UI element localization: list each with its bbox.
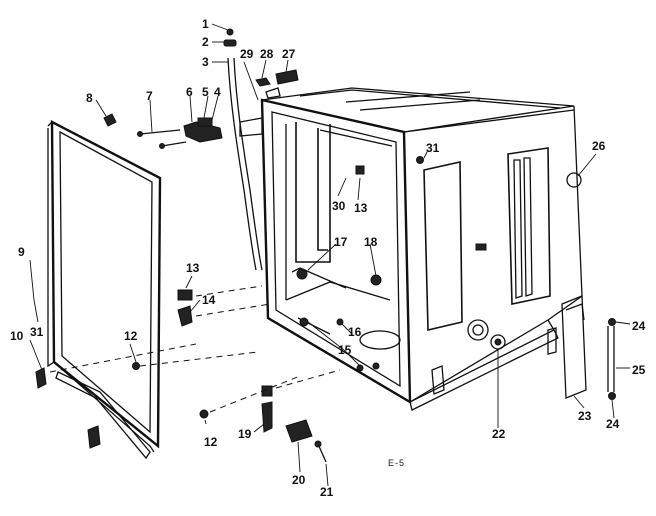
callout-28: 28 [260,47,274,61]
callout-13-right: 13 [354,201,368,215]
callout-8: 8 [86,91,93,105]
callout-17: 17 [334,235,348,249]
tub-body [260,87,583,411]
top-clip-27 [275,69,299,85]
screw-21 [314,440,322,448]
door-latch-bottom [87,425,101,449]
clip-13-left [177,289,193,301]
callout-13-left: 13 [186,261,200,275]
bracket-10 [35,367,47,389]
callout-24-top: 24 [632,319,646,333]
callout-25: 25 [632,363,646,377]
callout-6: 6 [186,85,193,99]
top-clip-28 [255,77,271,87]
callout-31-right: 31 [426,141,440,155]
rod-25 [607,326,615,392]
bracket-23 [561,295,587,399]
callout-15: 15 [338,343,352,357]
callout-10: 10 [10,329,24,343]
cap-part [226,28,234,36]
callout-31-left: 31 [30,325,44,339]
screw-12a [132,362,140,370]
callout-23: 23 [578,409,592,423]
callout-21: 21 [320,485,334,499]
door-gasket [47,120,162,460]
callout-3: 3 [202,55,209,69]
leader-lines [29,23,631,487]
clip-14 [177,305,193,327]
callout-2: 2 [202,35,209,49]
callout-12a: 12 [124,329,138,343]
hinge-assembly [137,117,263,149]
callout-1: 1 [202,17,209,31]
callout-19: 19 [238,427,252,441]
callout-29: 29 [240,47,254,61]
callout-26: 26 [592,139,606,153]
nut-part [103,113,117,127]
callout-20: 20 [292,473,306,487]
callout-4: 4 [214,85,221,99]
assembly-lines [49,285,341,413]
callout-18: 18 [364,235,378,249]
figure-label: E-5 [388,458,405,468]
callout-9: 9 [18,245,25,259]
callout-5: 5 [202,85,209,99]
screw-12b [199,409,209,419]
callout-12b: 12 [204,435,218,449]
clamp-part [223,39,237,47]
fill-hose [227,57,263,271]
latch-19-body [261,401,273,433]
callout-16: 16 [348,325,362,339]
part-20 [285,419,313,443]
callout-22: 22 [492,427,506,441]
grommet-22 [490,334,506,350]
callout-27: 27 [282,47,296,61]
callout-7: 7 [146,89,153,103]
callout-30: 30 [332,199,346,213]
callout-14: 14 [202,293,216,307]
callouts: 1 2 3 4 5 6 7 8 9 31 10 12 12 13 14 29 2… [10,17,646,499]
callout-24-bottom: 24 [606,417,620,431]
